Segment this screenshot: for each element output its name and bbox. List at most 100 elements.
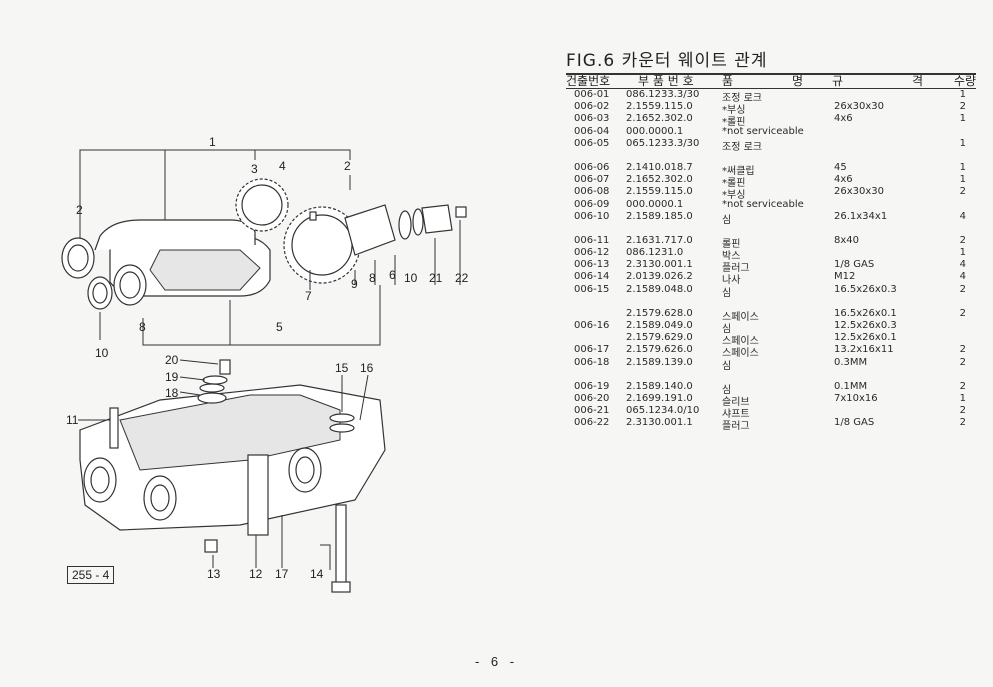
table-group-gap [566,150,976,162]
header-name-1: 품 [722,74,734,88]
callout-21: 21 [429,271,443,285]
cell-pn: 2.1559.115.0 [626,186,693,198]
cell-pn: 2.1579.628.0 [626,307,693,319]
cell-qty: 1 [959,137,966,149]
cell-no: 006-19 [574,380,610,392]
cell-no: 006-18 [574,356,610,368]
cell-no: 006-22 [574,417,610,429]
cell-no: 006-13 [574,259,610,271]
cell-no: 006-17 [574,344,610,356]
callout-3: 3 [251,162,258,176]
cell-qty: 2 [959,417,966,429]
cell-name: *써클립 [722,165,755,177]
cell-name: *롤핀 [722,178,746,190]
cell-qty: 2 [959,380,966,392]
cell-spec: 4x6 [834,113,853,125]
cell-spec: M12 [834,271,856,283]
callout-11: 11 [66,413,79,427]
callout-1: 1 [209,135,216,149]
cell-name: 심 [722,214,732,226]
cell-name: 플러그 [722,421,750,433]
counter-weight-shaft-back [61,219,256,279]
cell-name: *부싱 [722,190,746,202]
cell-spec: 13.2x16x11 [834,344,894,356]
callout-6: 6 [389,268,396,282]
shims-15-16 [329,413,355,433]
cell-pn: 2.1631.717.0 [626,234,693,246]
callout-17: 17 [275,567,289,581]
callout-15: 15 [335,361,349,375]
cell-qty: 1 [959,392,966,404]
callout-2-bracket [79,175,351,240]
callout-16: 16 [360,361,374,375]
cell-qty: 1 [959,89,966,100]
callout-19: 19 [165,370,179,384]
washer-10-top [87,276,113,310]
cell-spec: 0.1MM [834,380,868,392]
callout-1-bracket [79,149,351,225]
cell-name: 스페이스 [722,311,759,323]
figure-title: FIG.6 카운터 웨이트 관계 [566,46,976,75]
cell-qty: 2 [959,356,966,368]
cell-no: 006-06 [574,161,610,173]
cell-no: 006-09 [574,198,610,210]
cell-no: 006-04 [574,125,610,137]
callout-12: 12 [249,567,263,581]
callout-5-bracket [142,285,381,346]
cell-no: 006-10 [574,210,610,222]
cell-no: 006-07 [574,174,610,186]
table-group-gap [566,369,976,381]
cell-spec: 45 [834,161,847,173]
cell-qty: 2 [959,234,966,246]
parts-table-header: 건출번호 부 품 번 호 품 명 규 격 수량 [566,72,976,89]
cell-pn: 086.1233.3/30 [626,89,700,100]
shaft-right-parts [344,204,467,256]
cell-qty: 1 [959,161,966,173]
cell-spec: 1/8 GAS [834,417,875,429]
callout-leaders-top [99,220,461,340]
callout-9: 9 [351,277,358,291]
cell-name: 샤프트 [722,409,750,421]
cell-spec: 1/8 GAS [834,259,875,271]
cell-spec: 16.5x26x0.1 [834,307,897,319]
callout-5: 5 [276,320,283,334]
cell-pn: 2.1559.115.0 [626,101,693,113]
gear-upper [235,178,289,232]
cell-name: 심 [722,287,732,299]
cell-name: 박스 [722,251,741,263]
cell-pn: 2.1589.139.0 [626,356,693,368]
cell-name: 롤핀 [722,238,741,250]
cell-qty: 1 [959,174,966,186]
header-spec-1: 규 [832,74,844,88]
cell-spec: 26x30x30 [834,101,885,113]
cell-name: 심 [722,384,732,396]
cell-pn: 2.1652.302.0 [626,174,693,186]
housing-box [79,384,386,536]
cell-pn: 2.0139.026.2 [626,271,693,283]
cell-no: 006-02 [574,101,610,113]
cell-pn: 2.1652.302.0 [626,113,693,125]
page-number: - 6 - [474,654,519,669]
figure-reference-box: 255 - 4 [67,566,115,584]
cell-pn: 2.1589.185.0 [626,210,693,222]
counter-weight-shaft-front [109,235,271,306]
cell-pn: 2.3130.001.1 [626,417,693,429]
cell-pn: 2.3130.001.1 [626,259,693,271]
plug-13 [204,539,218,553]
cell-no: 006-20 [574,392,610,404]
callout-14: 14 [310,567,324,581]
cell-name: 플러그 [722,263,750,275]
